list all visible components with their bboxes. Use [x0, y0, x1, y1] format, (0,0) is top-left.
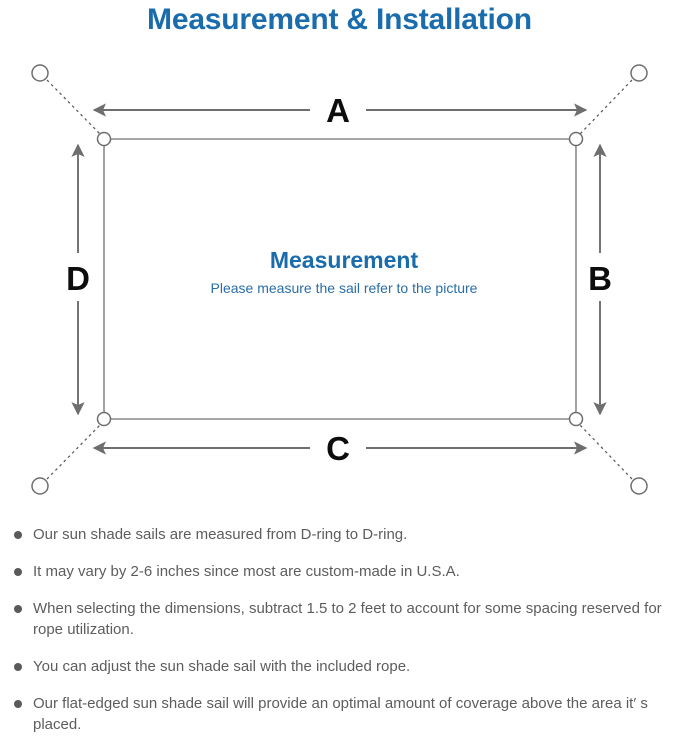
anchor-bottom-right-icon [630, 477, 648, 495]
dimension-c-label: C [326, 430, 350, 467]
bullet-icon [14, 700, 22, 708]
rope-line-bottom-right [579, 424, 633, 480]
anchor-points [31, 64, 648, 495]
diagram-container: A C D B Measurement Please me [0, 48, 679, 513]
dimension-a: A [92, 92, 588, 129]
bullet-icon [14, 531, 22, 539]
anchor-bottom-left-icon [31, 477, 49, 495]
d-ring-bottom-left-icon [96, 411, 112, 427]
dimension-a-label: A [326, 92, 350, 129]
diagram-center-subtitle: Please measure the sail refer to the pic… [211, 280, 478, 296]
notes-list: Our sun shade sails are measured from D-… [0, 524, 679, 735]
dimension-d: D [66, 143, 90, 416]
dimension-d-label: D [66, 260, 90, 297]
note-text: Our sun shade sails are measured from D-… [33, 526, 408, 543]
note-text: When selecting the dimensions, subtract … [33, 600, 662, 638]
list-item: You can adjust the sun shade sail with t… [14, 656, 665, 677]
anchor-top-right-icon [630, 64, 648, 82]
d-ring-bottom-right-icon [568, 411, 584, 427]
note-text: Our flat-edged sun shade sail will provi… [33, 695, 648, 733]
dimension-c: C [92, 430, 588, 467]
note-text: It may vary by 2-6 inches since most are… [33, 563, 460, 580]
list-item: Our flat-edged sun shade sail will provi… [14, 693, 665, 735]
bullet-icon [14, 663, 22, 671]
list-item: Our sun shade sails are measured from D-… [14, 524, 665, 545]
page-title: Measurement & Installation [147, 3, 532, 36]
d-ring-top-left-icon [96, 131, 112, 147]
bullet-icon [14, 605, 22, 613]
anchor-top-left-icon [31, 64, 49, 82]
list-item: When selecting the dimensions, subtract … [14, 598, 665, 640]
dimension-b: B [588, 143, 612, 416]
rope-line-top-left [46, 79, 101, 135]
note-text: You can adjust the sun shade sail with t… [33, 658, 411, 675]
list-item: It may vary by 2-6 inches since most are… [14, 561, 665, 582]
rope-line-top-right [579, 79, 633, 135]
d-ring-top-right-icon [568, 131, 584, 147]
rope-line-bottom-left [46, 424, 101, 480]
diagram-center-title: Measurement [270, 247, 419, 273]
dimension-b-label: B [588, 260, 612, 297]
bullet-icon [14, 568, 22, 576]
d-rings [96, 131, 584, 427]
sail-measurement-svg: A C D B Measurement Please me [31, 64, 648, 495]
sail-outline [103, 138, 577, 420]
rope-lines [46, 79, 633, 480]
